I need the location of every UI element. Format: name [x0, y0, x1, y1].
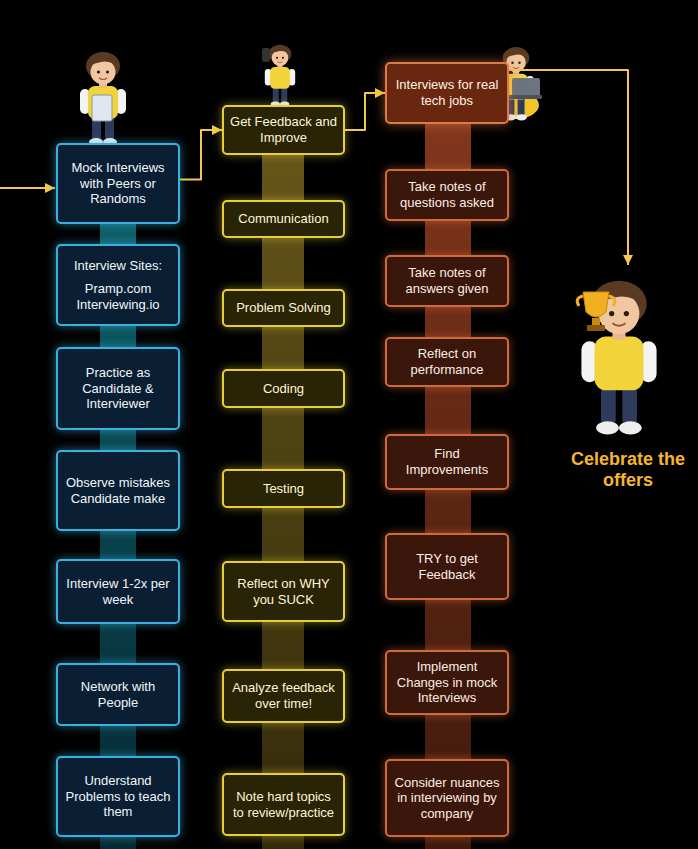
box-label: Get Feedback and Improve [230, 114, 337, 145]
box-label: Mock Interviews with Peers or Randoms [64, 160, 172, 207]
step-box: Consider nuances in interviewing by comp… [385, 759, 509, 837]
box-label: Testing [263, 481, 304, 497]
box-label: TRY to get Feedback [393, 551, 501, 582]
step-box: TRY to get Feedback [385, 533, 509, 600]
box-label: Interview 1-2x per week [64, 576, 172, 607]
box-label: Practice as Candidate & Interviewer [64, 365, 172, 412]
box-label: Find Improvements [393, 446, 501, 477]
box-label: Reflect on WHY you SUCK [230, 576, 337, 607]
box-label: Implement Changes in mock Interviews [393, 659, 501, 706]
step-box: Note hard topics to review/practice [222, 773, 345, 836]
box-label: Note hard topics to review/practice [230, 789, 337, 820]
step-box: Reflect on WHY you SUCK [222, 561, 345, 622]
step-box: Problem Solving [222, 289, 345, 327]
step-box: Communication [222, 200, 345, 238]
step-box: Network with People [56, 663, 180, 726]
box-label: Take notes of answers given [393, 265, 501, 296]
box-label: Celebrate the offers [560, 449, 696, 490]
box-label: Interviews for real tech jobs [393, 77, 501, 108]
box-label: Observe mistakes Candidate make [64, 475, 172, 506]
figure-phone [262, 45, 295, 107]
flow-arrow [180, 130, 222, 180]
step-box: Interview Sites: Pramp.com Interviewing.i… [56, 244, 180, 326]
figure-waving [80, 52, 126, 146]
flow-arrow [509, 70, 628, 265]
step-box: Take notes of answers given [385, 255, 509, 307]
box-label: Reflect on performance [393, 346, 501, 377]
step-box: Reflect on performance [385, 337, 509, 387]
step-box: Implement Changes in mock Interviews [385, 650, 509, 715]
celebration-figure: Celebrate the offers [560, 265, 696, 491]
step-box: Understand Problems to teach them [56, 756, 180, 837]
box-label: Problem Solving [236, 300, 331, 316]
box-label: Take notes of questions asked [393, 179, 501, 210]
step-box: Find Improvements [385, 434, 509, 490]
step-box: Coding [222, 369, 345, 408]
step-box: Get Feedback and Improve [222, 105, 345, 155]
step-box: Analyze feedback over time! [222, 669, 345, 723]
figure-trophy [577, 281, 656, 435]
box-label: Understand Problems to teach them [64, 773, 172, 820]
step-box: Interview 1-2x per week [56, 559, 180, 624]
step-box: Mock Interviews with Peers or Randoms [56, 143, 180, 224]
box-label: Interview Sites: [74, 258, 162, 274]
flow-arrow [345, 93, 385, 130]
step-box: Interviews for real tech jobs [385, 62, 509, 124]
box-label: Analyze feedback over time! [230, 680, 337, 711]
box-label: Network with People [64, 679, 172, 710]
box-label: Consider nuances in interviewing by comp… [393, 775, 501, 822]
step-box: Take notes of questions asked [385, 169, 509, 221]
step-box: Observe mistakes Candidate make [56, 450, 180, 531]
incoming-arrow [0, 187, 55, 189]
step-box: Practice as Candidate & Interviewer [56, 347, 180, 430]
box-label: Communication [238, 211, 328, 227]
box-body: Pramp.com Interviewing.io [64, 281, 172, 312]
step-box: Testing [222, 469, 345, 508]
box-label: Coding [263, 381, 304, 397]
